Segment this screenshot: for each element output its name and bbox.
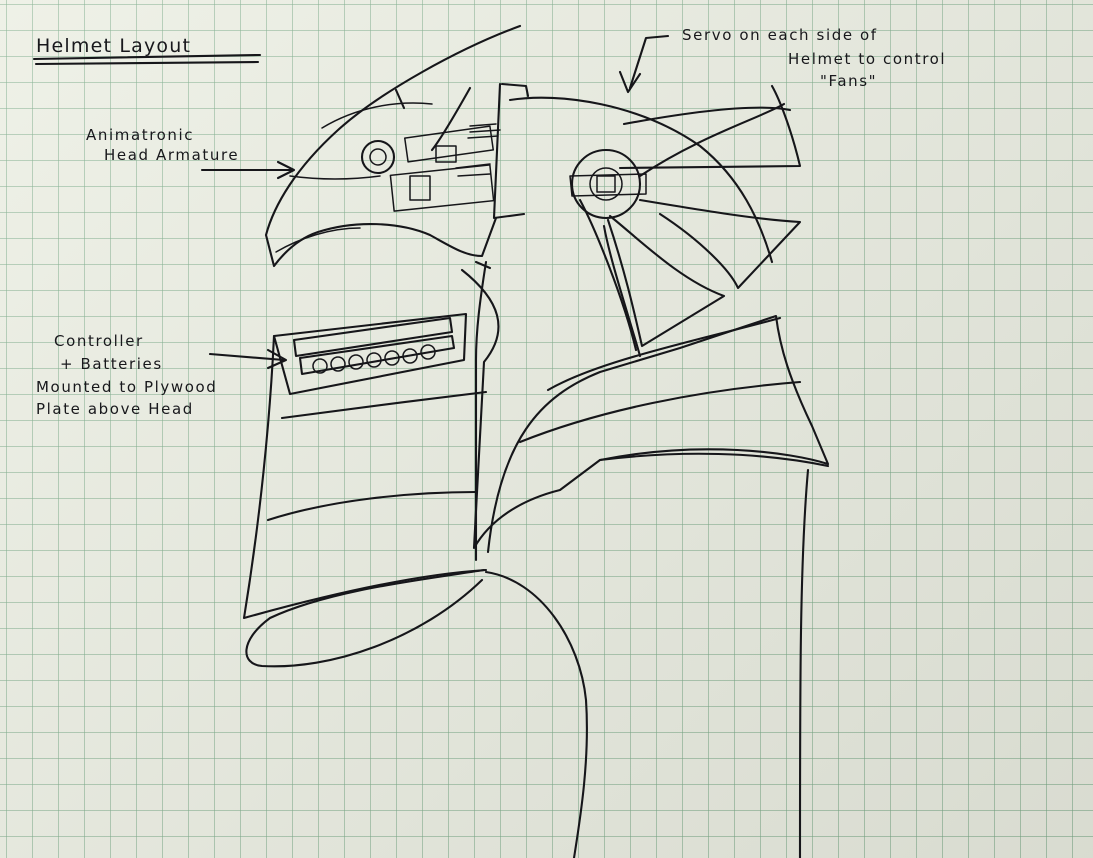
controller-note-line-2: + Batteries [60, 355, 163, 373]
fan-upper-left [638, 102, 786, 178]
fan-lower [578, 198, 638, 352]
servo-disc [570, 148, 642, 220]
servo-note: Servo on each side of Helmet to control … [682, 26, 946, 90]
beak-head [264, 24, 522, 268]
controller-note-line-4: Plate above Head [36, 400, 194, 418]
chin-plate [245, 568, 486, 668]
servo-fan-assembly [569, 84, 802, 358]
servo-note-line-3: "Fans" [820, 72, 877, 90]
servo-arrow-head [618, 70, 642, 94]
helmet-plate [492, 82, 792, 264]
servo-note-line-2: Helmet to control [788, 50, 946, 68]
controller-note-line-3: Mounted to Plywood [36, 378, 217, 396]
servo-note-line-1: Servo on each side of [682, 26, 878, 44]
controller-note: Controller + Batteries Mounted to Plywoo… [36, 332, 217, 418]
controller-leader-line [208, 352, 286, 362]
neck-front [484, 570, 588, 858]
title-underline [32, 53, 262, 61]
neck-back [798, 468, 810, 858]
animatronic-armature [360, 123, 501, 212]
armature-arrow-head [276, 160, 296, 180]
title-underline-2 [34, 60, 260, 66]
armature-note-line-1: Animatronic [86, 126, 194, 144]
controller-note-line-1: Controller [54, 332, 144, 350]
servo-leader-line [628, 34, 670, 90]
battery-pack [312, 344, 436, 374]
body-form [245, 468, 810, 858]
neck-collar [460, 268, 830, 554]
title: Helmet Layout [36, 35, 191, 57]
armature-note-line-2: Head Armature [104, 146, 239, 164]
controller-box [272, 312, 468, 396]
armature-note: Animatronic Head Armature [86, 126, 239, 164]
armor-panels [242, 260, 492, 620]
